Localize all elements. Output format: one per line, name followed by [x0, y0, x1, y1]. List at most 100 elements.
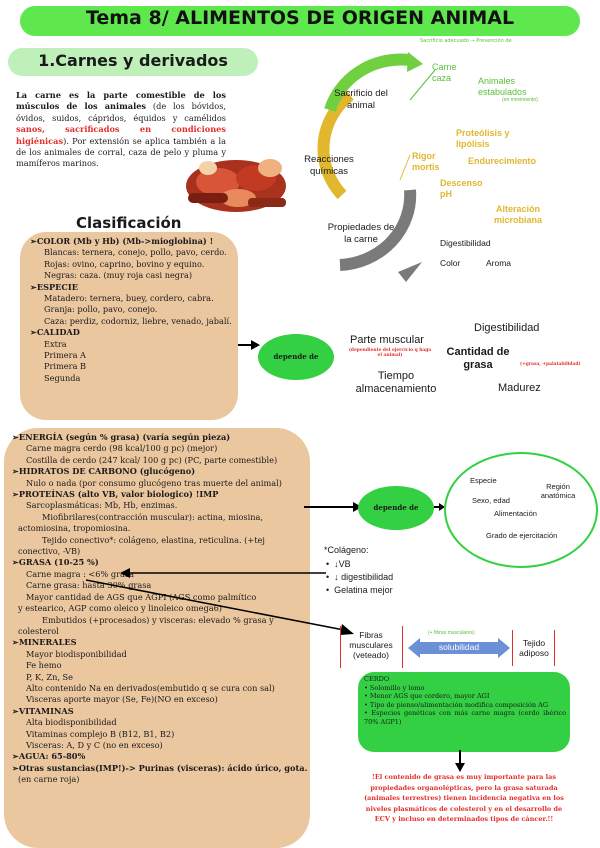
- warning-note: !El contenido de grasa es muy importante…: [364, 773, 564, 824]
- label-animales-estabulados: Animales estabulados: [478, 76, 527, 97]
- list-line: Costilla de cerdo (247 kcal/ 100 g pc) (…: [26, 454, 278, 465]
- solubilidad-arrow: [408, 638, 510, 658]
- list-line: colesterol: [18, 625, 59, 636]
- divider-far-right: [554, 630, 555, 666]
- arrow-right-3: [434, 503, 445, 511]
- label-tiempo: Tiempo almacenamiento: [355, 370, 437, 395]
- depende-ellipse: [444, 452, 598, 568]
- label-rigor-mortis: Rigor mortis: [412, 151, 440, 172]
- cerdo-item: • Menor AGS que cordero, mayor AGI: [364, 692, 490, 701]
- label-alimentacion: Alimentación: [494, 509, 537, 518]
- annotation-top: Sacrificio adecuado → Prevención de: [420, 38, 512, 44]
- colageno-list: • ↓VB • ↓ digestibilidad • Gelatina mejo…: [326, 558, 393, 597]
- list-line: Carne magra cerdo (98 kcal/100 g pc) (me…: [26, 443, 218, 454]
- clasificacion-list: ➢COLOR (Mb y Hb) (Mb->mioglobina) !Blanc…: [30, 236, 240, 384]
- intro-extension: ). Por extensión se aplica también a la …: [16, 135, 226, 169]
- list-line: Extra: [44, 338, 67, 349]
- label-fibras: Fibras musculares (veteado): [349, 630, 393, 660]
- label-cantidad-grasa: Cantidad de grasa: [446, 346, 510, 371]
- list-line: actomiosina, tropomiosina.: [18, 523, 131, 534]
- arrow-right-2: [304, 502, 362, 512]
- list-line: Mayor cantidad de AGS que AGPI (AGS como…: [26, 591, 257, 602]
- label-solubilidad: solubilidad: [438, 642, 480, 652]
- cerdo-content: CERDO • Solomillo y lomo • Menor AGS que…: [364, 675, 566, 727]
- arrow-right-1: [238, 340, 260, 350]
- list-line: Fe hemo: [26, 660, 62, 671]
- cycle-node-sacrificio: Sacrificio del animal: [334, 88, 388, 111]
- list-line: Alto contenido Na en derivados(embutido …: [26, 682, 275, 693]
- divider-mid: [402, 626, 403, 668]
- divider-right: [512, 630, 513, 666]
- list-line: conectivo, -VB): [18, 546, 81, 557]
- label-madurez: Madurez: [498, 382, 541, 394]
- nutrientes-box: [4, 428, 310, 848]
- clasificacion-box: [20, 232, 238, 420]
- list-line: Segunda: [44, 372, 81, 383]
- label-parte-muscular: Parte muscular: [350, 334, 424, 346]
- section-pill: [8, 48, 258, 76]
- list-line: Primera B: [44, 361, 87, 372]
- list-line: Carne magra : <6% grasa: [26, 568, 134, 579]
- label-aroma-cycle: Aroma: [486, 258, 512, 268]
- list-line: ➢GRASA (10-25 %): [12, 557, 99, 568]
- list-line: ➢Otras sustancias(IMP!)-> Purinas (visce…: [12, 762, 308, 773]
- label-especie: Especie: [470, 476, 497, 485]
- list-line: Sarcoplasmáticas: Mb, Hb, enzimas.: [26, 500, 178, 511]
- cycle-node-reacciones: Reacciones químicas: [304, 154, 354, 177]
- arrow-down-warning: [455, 750, 465, 772]
- intro-conditions: sanos, sacrificados en condiciones higié…: [16, 124, 226, 146]
- label-sexo-edad: Sexo, edad: [472, 496, 510, 505]
- list-line: P, K, Zn, Se: [26, 671, 73, 682]
- list-line: Primera A: [44, 350, 86, 361]
- colageno-item: • ↓VB: [326, 559, 351, 569]
- list-line: ➢AGUA: 65-80%: [12, 751, 86, 762]
- intro-paragraph: La carne es la parte comestible de los m…: [16, 90, 226, 170]
- list-line: ➢ESPECIE: [30, 281, 78, 292]
- clasificacion-title: Clasificación: [76, 214, 182, 232]
- list-line: Caza: perdiz, codorniz, liebre, venado, …: [44, 315, 232, 326]
- depende-de-blob-2: depende de: [358, 486, 434, 530]
- label-solubilidad-note: (+ fibras musculares): [428, 630, 475, 636]
- list-line: Miofibrilares(contracción muscular): act…: [42, 511, 263, 522]
- list-line: Vitaminas complejo B (B12, B1, B2): [26, 728, 175, 739]
- list-line: Carne grasa: hasta 30% grasa: [26, 580, 152, 591]
- cerdo-item: • Tipo de pienso/alimentación modifica c…: [364, 700, 549, 709]
- list-line: ➢MINERALES: [12, 637, 77, 648]
- list-line: Embutidos (+procesados) y visceras: elev…: [42, 614, 274, 625]
- meat-illustration: [186, 159, 286, 212]
- cerdo-item: • Solomillo y lomo: [364, 683, 425, 692]
- label-estabulados-note: (en movimiento): [502, 97, 538, 103]
- list-line: Nulo o nada (por consumo glucógeno tras …: [26, 477, 282, 488]
- divider-left: [340, 626, 341, 668]
- list-line: Granja: pollo, pavo, conejo.: [44, 304, 158, 315]
- label-region: Región anatómica: [540, 482, 576, 500]
- list-line: ➢COLOR (Mb y Hb) (Mb->mioglobina) !: [30, 236, 214, 246]
- title-banner: [20, 6, 580, 36]
- list-line: ➢HIDRATOS DE CARBONO (glucógeno): [12, 466, 196, 477]
- list-line: (en carne roja): [18, 774, 80, 785]
- list-line: Negras: caza. (muy roja casi negra): [44, 270, 193, 281]
- cerdo-title: CERDO: [364, 675, 390, 683]
- list-line: Alta biodisponibilidad: [26, 717, 117, 728]
- arrow-left-colageno: [120, 568, 326, 578]
- colageno-item: • ↓ digestibilidad: [326, 572, 394, 582]
- cerdo-box: [358, 672, 570, 752]
- list-line: Rojas: ovino, caprino, bovino y equino.: [44, 258, 205, 269]
- label-carne-caza: Carne caza: [432, 62, 457, 83]
- label-parte-note: (dependiente del ejercicio q haga el ani…: [348, 348, 432, 358]
- colageno-title: *Colágeno:: [324, 545, 369, 555]
- label-alteracion: Alteración microbiana: [493, 204, 542, 225]
- label-digestibilidad: Digestibilidad: [474, 322, 540, 334]
- label-endurecimiento: Endurecimiento: [468, 156, 537, 166]
- colageno-item: • Gelatina mejor: [326, 585, 393, 595]
- list-line: ➢ENERGÍA (según % grasa) (varía según pi…: [12, 432, 231, 442]
- intro-definition: La carne es la parte comestible de los m…: [16, 90, 226, 112]
- label-digestibilidad-cycle: Digestibilidad: [440, 238, 491, 248]
- intro-animals: (de los bóvidos, óvidos, suidos, cáprido…: [16, 101, 227, 123]
- list-line: Tejido conectivo*: colágeno, elastina, r…: [42, 534, 265, 545]
- page-title: Tema 8/ ALIMENTOS DE ORIGEN ANIMAL: [85, 7, 515, 29]
- label-descenso-ph: Descenso pH: [440, 178, 483, 199]
- list-line: Mayor biodisponibilidad: [26, 648, 127, 659]
- label-proteolisis: Proteólisis y lipólisis: [456, 128, 510, 149]
- label-ejercitacion: Grado de ejercitación: [486, 531, 558, 540]
